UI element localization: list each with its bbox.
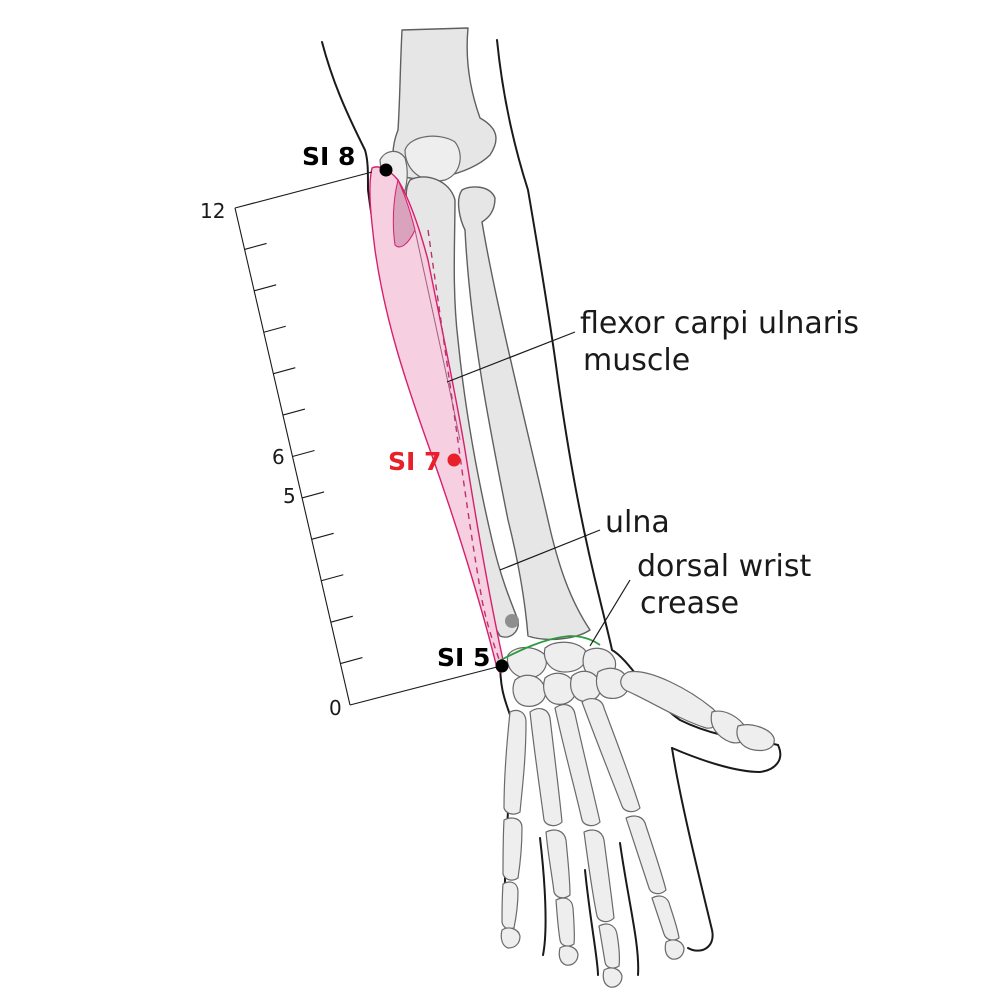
crease-leader-line — [589, 579, 631, 647]
scale-tick — [301, 491, 325, 499]
scale-tick — [282, 408, 306, 416]
muscle-leader-line — [446, 331, 576, 383]
scale-label-12: 12 — [200, 199, 225, 223]
scale-label-6: 6 — [272, 445, 285, 469]
finger-bones — [500, 698, 685, 988]
muscle-origin-head — [392, 178, 416, 248]
point-si5-label: SI 5 — [437, 643, 490, 672]
scale-bottom-line — [349, 666, 498, 706]
point-si8-dot — [379, 163, 393, 177]
point-si7-label: SI 7 — [388, 447, 441, 476]
elbow-trochlea — [404, 135, 461, 182]
scale-tick — [340, 657, 363, 665]
thumb-outline — [671, 744, 782, 773]
muscle-dashed-line — [427, 229, 503, 669]
point-si7-dot — [447, 453, 461, 467]
scale-tick — [254, 284, 277, 292]
crease-label-line2: crease — [640, 586, 739, 621]
radius-bone — [457, 186, 591, 641]
scale-tick — [273, 367, 296, 375]
scale-top-line — [234, 171, 373, 209]
measurement-scale — [234, 171, 498, 706]
muscle-fiber-line — [414, 229, 461, 441]
arm-outline-radial-side — [496, 39, 779, 746]
scale-tick — [321, 574, 344, 582]
crease-label-line1: dorsal wrist — [637, 549, 811, 584]
scale-ticks — [244, 242, 363, 665]
point-si5-dot — [495, 659, 509, 673]
scale-label-0: 0 — [329, 696, 342, 720]
ulna-leader-line — [499, 529, 601, 571]
thumb-bones — [620, 670, 775, 752]
carpal-bones — [506, 641, 629, 707]
muscle-label-line1: flexor carpi ulnaris — [580, 306, 859, 341]
dorsal-wrist-crease-line — [496, 635, 601, 663]
scale-label-5: 5 — [283, 484, 296, 508]
hand-outline — [539, 747, 714, 976]
scale-tick — [244, 242, 267, 250]
ulnar-head-marker — [505, 614, 519, 628]
point-si8-label: SI 8 — [302, 142, 355, 171]
scale-tick — [311, 532, 334, 540]
scale-tick — [263, 325, 286, 333]
muscle-label-line2: muscle — [583, 343, 690, 378]
scale-tick — [330, 615, 353, 623]
ulna-label: ulna — [605, 505, 670, 540]
scale-tick — [292, 449, 315, 458]
